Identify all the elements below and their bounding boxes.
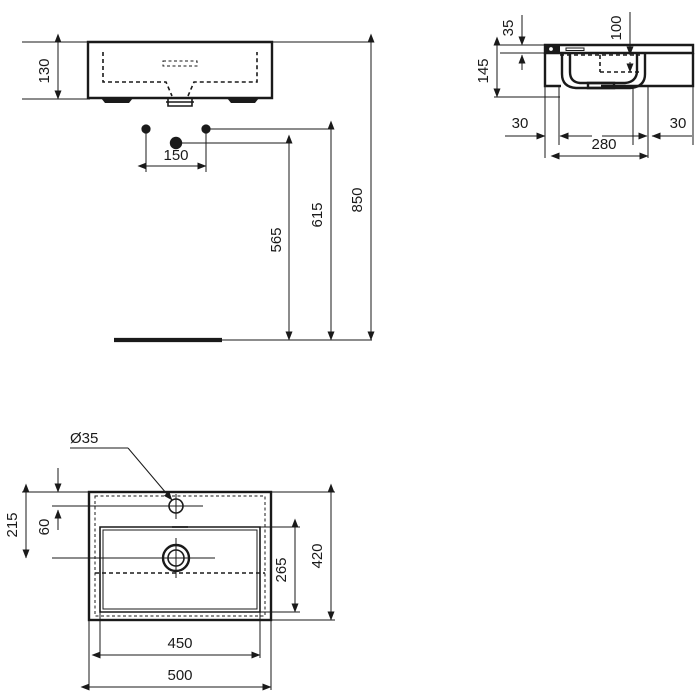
dimension-130-label: 130 — [36, 58, 53, 83]
dimension-850: 850 — [349, 33, 375, 341]
front-elevation-view: 130 150 565 615 — [22, 33, 375, 343]
side-fixing-hole — [549, 47, 553, 51]
dimension-280-label: 280 — [591, 136, 616, 153]
dimension-145: 145 — [475, 36, 560, 98]
dimension-215: 215 — [4, 483, 30, 559]
plan-hidden-rim-outline — [94, 495, 266, 617]
basin-bowl-hidden-outline — [102, 52, 258, 97]
dimension-565-label: 565 — [268, 227, 285, 252]
dimension-215-label: 215 — [4, 512, 21, 537]
dimension-500-label: 500 — [167, 667, 192, 684]
dimension-35-label: 35 — [500, 20, 517, 37]
dimension-60: 60 — [36, 468, 62, 536]
dimension-60-label: 60 — [36, 519, 53, 536]
dimension-145-label: 145 — [475, 58, 492, 83]
support-pad-right — [227, 98, 259, 103]
dimension-450-label: 450 — [167, 635, 192, 652]
basin-body-outline — [86, 40, 274, 100]
dimension-265: 265 — [273, 518, 299, 613]
dimension-30-right-label: 30 — [670, 115, 687, 132]
dimension-450: 450 — [91, 635, 261, 659]
dimension-100: 100 — [608, 12, 634, 73]
overflow-slot-hidden — [162, 60, 198, 67]
dimension-565: 565 — [268, 134, 293, 341]
dimension-150-label: 150 — [163, 147, 188, 164]
tap-hole — [52, 494, 203, 519]
dimension-150: 150 — [137, 147, 207, 170]
plan-outer-outline — [87, 490, 273, 622]
support-pad-left — [101, 98, 133, 103]
dimension-100-label: 100 — [608, 15, 625, 40]
plan-bowl-inner-outline — [102, 529, 258, 610]
side-elevation-view: 35 100 145 30 — [475, 12, 695, 160]
side-overflow-slot — [565, 47, 585, 51]
dimension-35: 35 — [500, 15, 545, 70]
side-waste-stub — [586, 81, 616, 90]
dimension-265-label: 265 — [273, 557, 290, 582]
dimension-130: 130 — [36, 33, 62, 100]
dimension-850-label: 850 — [349, 187, 366, 212]
plan-view: Ø35 215 60 — [4, 430, 335, 691]
drain-hole — [52, 538, 215, 578]
callout-diameter-35-label: Ø35 — [70, 430, 98, 447]
dimension-615-label: 615 — [309, 202, 326, 227]
dimension-420: 420 — [309, 483, 335, 621]
dimension-615: 615 — [309, 120, 335, 341]
callout-leader-line — [127, 447, 173, 501]
callout-diameter-35: Ø35 — [70, 430, 173, 501]
dimension-420-label: 420 — [309, 543, 326, 568]
dimension-500: 500 — [80, 667, 272, 691]
dimension-row-side-bottom: 30 30 280 — [505, 53, 694, 160]
dimension-30-left-label: 30 — [512, 115, 529, 132]
